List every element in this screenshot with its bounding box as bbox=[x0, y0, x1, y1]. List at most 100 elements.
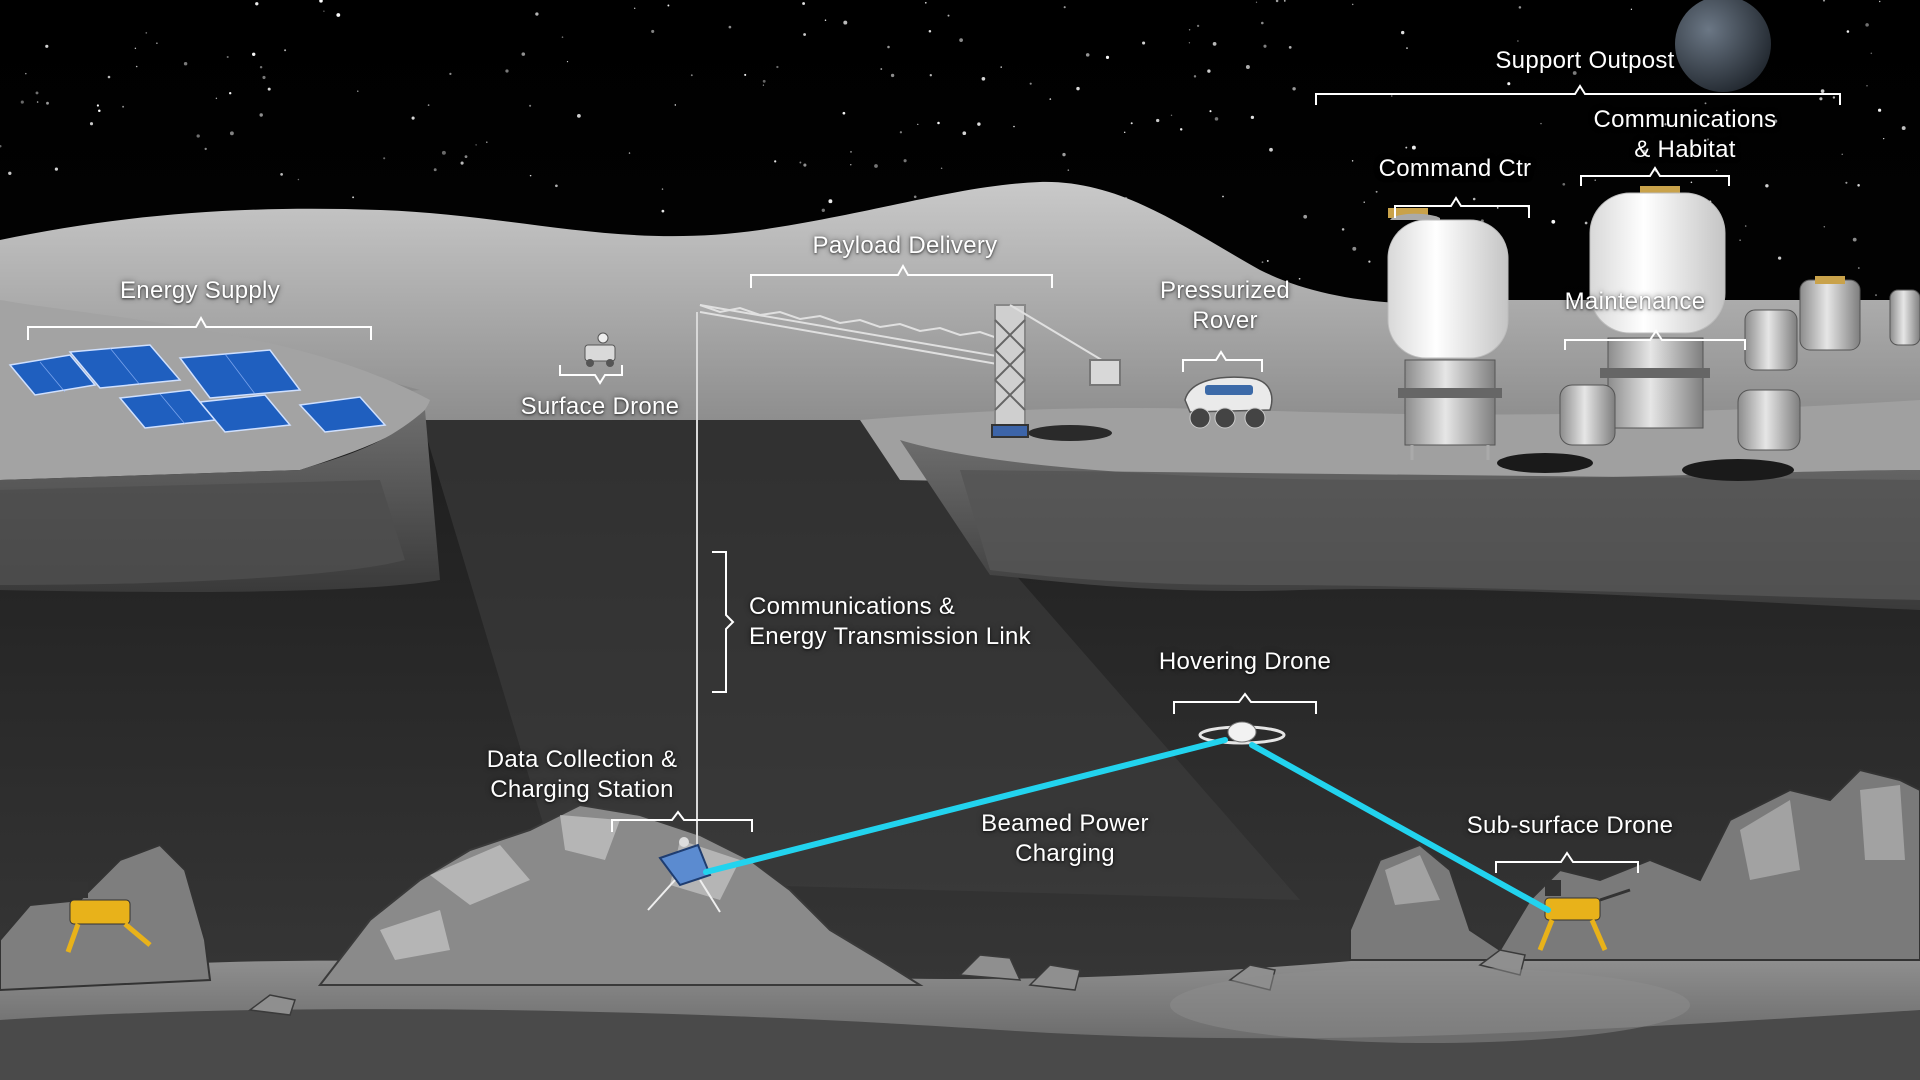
star bbox=[1292, 87, 1295, 90]
star bbox=[675, 104, 676, 105]
star bbox=[1156, 119, 1159, 122]
star bbox=[1739, 240, 1740, 241]
star bbox=[799, 162, 801, 164]
star bbox=[1086, 53, 1090, 57]
star bbox=[1352, 247, 1356, 251]
star bbox=[1189, 42, 1190, 43]
star bbox=[887, 46, 890, 49]
star bbox=[461, 162, 464, 165]
star bbox=[434, 168, 437, 171]
star bbox=[1691, 182, 1693, 184]
star bbox=[136, 66, 138, 68]
star bbox=[323, 10, 324, 11]
star bbox=[850, 164, 851, 165]
star bbox=[268, 88, 271, 91]
star bbox=[90, 122, 93, 125]
star bbox=[577, 114, 581, 118]
star bbox=[959, 38, 963, 42]
star bbox=[230, 131, 234, 135]
star bbox=[1857, 184, 1860, 187]
star bbox=[1879, 1, 1880, 2]
star bbox=[555, 184, 558, 187]
star bbox=[336, 13, 340, 17]
star bbox=[1705, 102, 1707, 104]
star bbox=[1745, 225, 1747, 227]
star bbox=[562, 36, 564, 38]
star bbox=[1595, 180, 1596, 181]
star bbox=[1171, 115, 1172, 116]
star bbox=[1284, 0, 1286, 2]
star bbox=[1209, 110, 1211, 112]
star bbox=[763, 80, 766, 83]
star bbox=[1845, 182, 1847, 184]
star bbox=[1068, 169, 1070, 171]
star bbox=[1213, 42, 1217, 46]
star bbox=[1631, 9, 1632, 10]
star bbox=[850, 151, 851, 152]
star bbox=[1062, 153, 1065, 156]
star bbox=[1180, 128, 1182, 130]
star bbox=[1197, 25, 1199, 27]
label-beamed-power: Beamed Power Charging bbox=[960, 809, 1170, 869]
label-maintenance: Maintenance bbox=[1535, 287, 1735, 317]
star bbox=[37, 101, 39, 103]
floor-spotlight bbox=[1170, 967, 1690, 1043]
star bbox=[412, 117, 415, 120]
star bbox=[1853, 238, 1857, 242]
star bbox=[930, 74, 932, 76]
star bbox=[205, 148, 207, 150]
star bbox=[8, 172, 11, 175]
star bbox=[352, 196, 354, 198]
label-energy-supply: Energy Supply bbox=[90, 276, 310, 306]
star bbox=[1131, 122, 1133, 124]
star bbox=[1364, 202, 1365, 203]
label-data-collection: Data Collection & Charging Station bbox=[462, 745, 702, 805]
star bbox=[45, 45, 48, 48]
star bbox=[1517, 40, 1519, 42]
star bbox=[900, 131, 902, 133]
star bbox=[1391, 95, 1392, 96]
star bbox=[1267, 260, 1269, 262]
star bbox=[1269, 148, 1273, 152]
star bbox=[1368, 261, 1370, 263]
star bbox=[1207, 69, 1210, 72]
star bbox=[1878, 109, 1881, 112]
star bbox=[46, 102, 49, 105]
label-payload-delivery: Payload Delivery bbox=[790, 231, 1020, 261]
star bbox=[925, 2, 927, 4]
star bbox=[135, 48, 136, 49]
star bbox=[216, 98, 217, 99]
star bbox=[904, 159, 907, 162]
star bbox=[977, 122, 980, 125]
star bbox=[1342, 228, 1345, 231]
star bbox=[255, 2, 258, 5]
crater bbox=[1028, 425, 1112, 441]
star bbox=[1551, 220, 1555, 224]
star bbox=[843, 21, 847, 25]
star bbox=[774, 160, 776, 162]
star bbox=[667, 5, 669, 7]
star bbox=[1847, 30, 1850, 33]
star bbox=[1376, 191, 1378, 193]
star bbox=[1222, 196, 1224, 198]
star bbox=[486, 141, 487, 142]
star bbox=[1871, 53, 1873, 55]
star bbox=[1824, 226, 1825, 227]
star bbox=[1865, 23, 1869, 27]
crater bbox=[1497, 453, 1593, 473]
star bbox=[1076, 87, 1079, 90]
star bbox=[1352, 160, 1353, 161]
star bbox=[383, 157, 385, 159]
star bbox=[1013, 126, 1015, 128]
star bbox=[651, 30, 654, 33]
label-support-outpost: Support Outpost bbox=[1470, 46, 1700, 76]
star bbox=[522, 52, 526, 56]
star bbox=[357, 91, 358, 92]
star bbox=[662, 210, 665, 213]
star bbox=[822, 209, 825, 212]
star bbox=[280, 173, 283, 176]
label-communications-habitat: Communications & Habitat bbox=[1560, 105, 1810, 165]
star bbox=[962, 131, 966, 135]
star bbox=[1833, 96, 1835, 98]
star bbox=[1507, 82, 1510, 85]
